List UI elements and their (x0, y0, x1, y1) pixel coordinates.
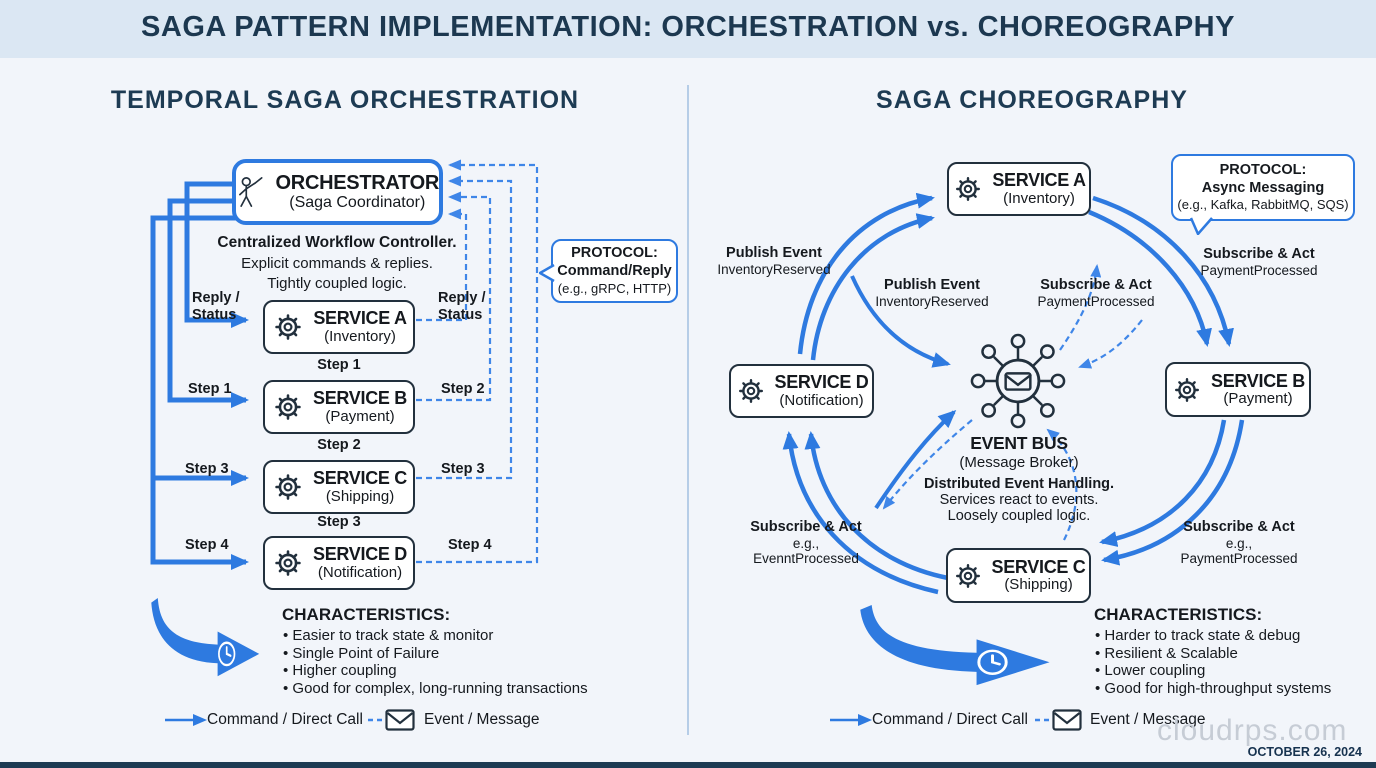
orchestration-description: Centralized Workflow Controller. Explici… (217, 234, 457, 293)
publish-arrows (850, 275, 957, 510)
panel-divider (687, 85, 689, 735)
service-b-box: SERVICE B (Payment) (263, 380, 415, 434)
label-left-b: Step 1 (188, 381, 232, 397)
orchestrator-box: ORCHESTRATOR (Saga Coordinator) (232, 159, 443, 225)
reply-arrows (416, 159, 539, 564)
legend-command-label: Command / Direct Call (207, 711, 363, 728)
gear-icon (271, 390, 305, 424)
label-inner-right: Subscribe & Act PaymentProcessed (1037, 277, 1155, 309)
legend-command-label: Command / Direct Call (872, 711, 1028, 728)
presenter-icon (236, 169, 266, 215)
event-bus-description: Distributed Event Handling. Services rea… (923, 476, 1115, 525)
choreography-heading: SAGA CHOREOGRAPHY (876, 86, 1188, 114)
orchestration-characteristics-heading: CHARACTERISTICS: (282, 605, 451, 624)
gear-icon (952, 560, 984, 592)
orchestrator-title: ORCHESTRATOR (275, 171, 440, 194)
service-a-box: SERVICE A (Inventory) (263, 300, 415, 354)
orchestration-protocol-bubble: PROTOCOL: Command/Reply (e.g., gRPC, HTT… (539, 239, 678, 303)
bubble-tail (1189, 217, 1213, 235)
label-right-b: Step 2 (441, 381, 485, 397)
bubble-tail (539, 264, 555, 282)
watermark: cloudrps.com (1157, 714, 1348, 747)
footer-date: OCTOBER 26, 2024 (1247, 745, 1362, 759)
label-inner-left: Publish Event InventoryReserved (875, 277, 989, 309)
label-right-d: Step 4 (448, 537, 492, 553)
event-message-icon (368, 709, 415, 731)
orchestration-heading: TEMPORAL SAGA ORCHESTRATION (110, 86, 580, 114)
service-c-box: SERVICE C (Shipping) (263, 460, 415, 514)
command-arrow-icon (165, 714, 207, 726)
gear-icon (271, 310, 305, 344)
event-cycle-arrows (782, 192, 1245, 595)
gear-icon (271, 546, 305, 580)
event-message-icon (1035, 709, 1082, 731)
label-outer-left: Publish Event InventoryReserved (717, 245, 831, 277)
command-arrow-icon (830, 714, 872, 726)
bottom-bar (0, 762, 1376, 768)
gear-icon (1171, 374, 1203, 406)
service-d-box: SERVICE D (Notification) (263, 536, 415, 590)
label-left-a: Reply / Status (192, 290, 240, 323)
event-bus-hub-icon (961, 324, 1075, 438)
label-right-a: Reply / Status (438, 290, 486, 323)
legend-event-label: Event / Message (424, 711, 540, 728)
label-left-c: Step 3 (185, 461, 229, 477)
orchestration-characteristics-list: Easier to track state & monitor Single P… (283, 627, 613, 697)
choreography-characteristics-heading: CHARACTERISTICS: (1094, 605, 1263, 624)
swoosh-arrow-right (858, 605, 1086, 689)
choreo-service-d-box: SERVICE D (Notification) (729, 364, 874, 418)
choreography-protocol-bubble: PROTOCOL: Async Messaging (e.g., Kafka, … (1171, 154, 1355, 235)
label-bottom-right: Subscribe & Act e.g., PaymentProcessed (1180, 519, 1298, 567)
label-left-d: Step 4 (185, 537, 229, 553)
step-below-a: Step 1 (317, 357, 361, 373)
orchestrator-subtitle: (Saga Coordinator) (289, 194, 426, 212)
swoosh-arrow-left (150, 598, 280, 680)
choreo-service-c-box: SERVICE C (Shipping) (946, 548, 1091, 603)
subscribe-arrows (882, 264, 1143, 541)
gear-icon (735, 375, 767, 407)
step-below-c: Step 3 (317, 514, 361, 530)
label-bottom-left: Subscribe & Act e.g., EvenntProcessed (750, 519, 862, 567)
gear-icon (271, 470, 305, 504)
page-title: SAGA PATTERN IMPLEMENTATION: ORCHESTRATI… (141, 11, 1235, 43)
label-outer-right: Subscribe & Act PaymentProcessed (1200, 246, 1318, 278)
event-bus-title: EVENT BUS (Message Broker) (959, 433, 1079, 471)
gear-icon (952, 173, 984, 205)
label-right-c: Step 3 (441, 461, 485, 477)
choreography-characteristics-list: Harder to track state & debug Resilient … (1095, 627, 1375, 697)
title-band (0, 0, 1376, 58)
step-below-b: Step 2 (317, 437, 361, 453)
legend-event-label: Event / Message (1090, 711, 1206, 728)
choreo-service-a-box: SERVICE A (Inventory) (947, 162, 1091, 216)
command-arrows (150, 181, 249, 570)
choreo-service-b-box: SERVICE B (Payment) (1165, 362, 1311, 417)
